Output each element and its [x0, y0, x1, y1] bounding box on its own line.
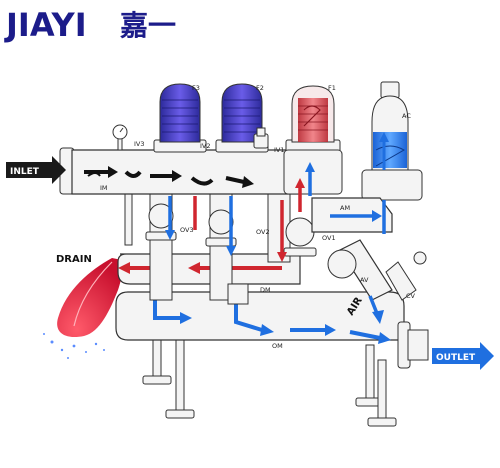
drain-label: DRAIN [56, 254, 92, 265]
label-om: OM [272, 342, 283, 350]
label-ov1: OV1 [322, 234, 336, 242]
drain-splash [43, 258, 123, 359]
brand-chinese-text: 嘉一 [120, 9, 176, 42]
filter-f3 [159, 83, 201, 143]
filter-f1 [291, 85, 335, 143]
label-cv: CV [406, 292, 416, 300]
label-ov2: OV2 [256, 228, 270, 236]
outlet-label: OUTLET [436, 353, 476, 363]
brand-logo: JIAYI 嘉一 [4, 6, 176, 44]
label-am: AM [340, 204, 350, 212]
component-labels: F3 F2 F1 AC IV3 IV2 IV1 IM OV3 OV2 OV1 A… [100, 84, 416, 350]
valve-heads [253, 127, 269, 149]
label-ov3: OV3 [180, 226, 194, 234]
label-ac: AC [402, 112, 411, 120]
label-f2: F2 [256, 84, 264, 92]
outlet-manifold [115, 291, 429, 369]
brand-logo-text: JIAYI [4, 6, 87, 44]
label-iv2: IV2 [200, 142, 211, 150]
label-av: AV [360, 276, 369, 284]
outlet-valves [145, 203, 317, 257]
inlet-manifold [59, 147, 319, 195]
filter-f2 [221, 83, 263, 143]
air-chamber [371, 81, 409, 171]
inlet-label: INLET [10, 167, 40, 177]
outlet-callout: OUTLET [432, 342, 494, 370]
label-f1: F1 [328, 84, 336, 92]
label-dm: DM [260, 286, 271, 294]
label-iv1: IV1 [274, 146, 285, 154]
pressure-gauge [112, 124, 128, 151]
label-f3: F3 [192, 84, 200, 92]
inlet-callout: INLET [6, 156, 66, 184]
label-iv3: IV3 [134, 140, 145, 148]
label-im: IM [100, 184, 108, 192]
riser-flows [165, 162, 315, 262]
air-manifold [311, 197, 427, 324]
